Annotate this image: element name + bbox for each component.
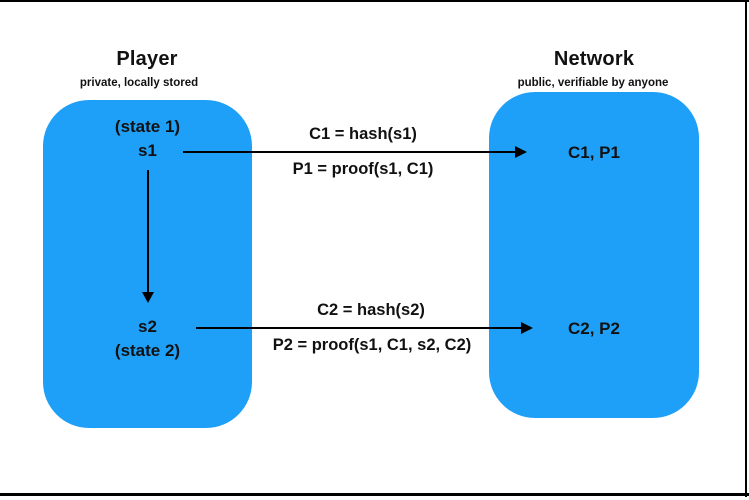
frame-border-right — [745, 0, 747, 497]
arrow-s2-to-network-head-icon — [521, 322, 533, 334]
network-box — [489, 92, 699, 418]
arrow-s1-to-s2-line — [147, 170, 149, 293]
state2-label: (state 2) — [114, 341, 181, 360]
network-title: Network — [553, 48, 635, 70]
arrow-s1-to-s2-head-icon — [142, 292, 154, 303]
msg2-above-label: C2 = hash(s2) — [317, 301, 425, 319]
s2-label: s2 — [138, 317, 157, 336]
arrow-s1-to-network-head-icon — [515, 146, 527, 158]
msg1-above-label: C1 = hash(s1) — [309, 125, 417, 143]
player-subtitle: private, locally stored — [79, 77, 199, 89]
msg2-below-label: P2 = proof(s1, C1, s2, C2) — [272, 336, 472, 354]
network-subtitle: public, verifiable by anyone — [517, 77, 669, 89]
arrow-s1-to-network-line — [183, 151, 516, 153]
msg1-below-label: P1 = proof(s1, C1) — [292, 160, 434, 178]
frame-border-bottom — [0, 493, 749, 496]
arrow-s2-to-network-line — [196, 327, 522, 329]
network-entry2: C2, P2 — [568, 319, 620, 338]
frame-border-top — [0, 0, 749, 2]
network-entry1: C1, P1 — [568, 143, 620, 162]
player-title: Player — [116, 48, 178, 70]
s1-label: s1 — [138, 141, 157, 160]
state1-label: (state 1) — [114, 117, 181, 136]
